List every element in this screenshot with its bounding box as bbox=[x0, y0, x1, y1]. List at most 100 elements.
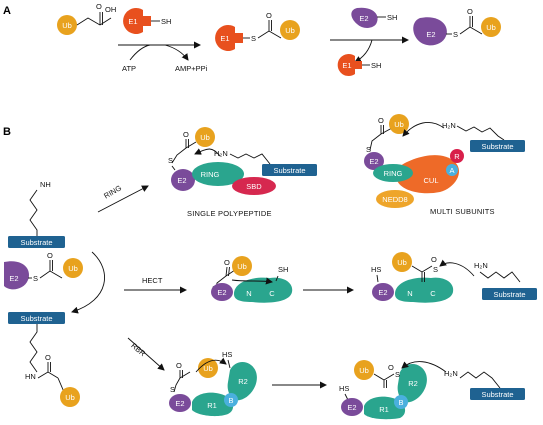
svg-text:O: O bbox=[176, 361, 182, 370]
svg-text:H₂N: H₂N bbox=[444, 369, 458, 378]
panel-b-label: B bbox=[3, 126, 11, 138]
svg-text:S: S bbox=[395, 370, 400, 379]
rbr-pathway-arrow bbox=[127, 337, 165, 371]
svg-text:R2: R2 bbox=[238, 377, 248, 386]
conjugation-arrow bbox=[71, 251, 105, 314]
panel-a-label: A bbox=[3, 5, 11, 17]
svg-text:E1: E1 bbox=[342, 61, 351, 70]
svg-text:Substrate: Substrate bbox=[493, 290, 525, 299]
svg-text:E2: E2 bbox=[177, 176, 186, 185]
ub-bead bbox=[57, 15, 77, 35]
svg-text:S: S bbox=[433, 265, 438, 274]
thiol-label: SH bbox=[161, 17, 171, 26]
ring-multi-subunit: O Ub S H₂N Substrate CUL E2 RING NEDD8 R… bbox=[364, 114, 525, 216]
multi-subunits-caption: MULTI SUBUNITS bbox=[430, 207, 495, 216]
e1-ub-thioester: E1 S O Ub bbox=[215, 11, 300, 51]
oxygen-label: O bbox=[96, 2, 102, 11]
svg-text:C: C bbox=[269, 289, 275, 298]
ubiquitinated-substrate: Substrate HN O Ub bbox=[8, 312, 80, 407]
svg-text:SBD: SBD bbox=[246, 182, 262, 191]
svg-text:SH: SH bbox=[278, 265, 288, 274]
svg-text:Ub: Ub bbox=[68, 264, 78, 273]
svg-text:Ub: Ub bbox=[359, 366, 369, 375]
ring-single-polypeptide: O Ub S E2 RING SBD Substrate H₂N SINGLE … bbox=[168, 127, 317, 218]
svg-text:HS: HS bbox=[222, 350, 232, 359]
svg-text:NH: NH bbox=[40, 180, 51, 189]
svg-text:Substrate: Substrate bbox=[20, 314, 52, 323]
svg-text:S: S bbox=[170, 385, 175, 394]
svg-text:O: O bbox=[378, 116, 384, 125]
svg-text:HN: HN bbox=[25, 372, 36, 381]
amp-ppi-label: AMP+PPi bbox=[175, 64, 208, 73]
lysine-substrate-start: NH Substrate bbox=[8, 180, 65, 248]
e1-label: E1 bbox=[128, 17, 137, 26]
ub-acid: Ub OH O bbox=[57, 2, 116, 35]
svg-text:S: S bbox=[251, 34, 256, 43]
svg-text:CUL: CUL bbox=[423, 176, 438, 185]
svg-text:O: O bbox=[224, 258, 230, 267]
svg-text:H₂N: H₂N bbox=[442, 121, 456, 130]
svg-text:S: S bbox=[366, 145, 371, 154]
svg-text:E2: E2 bbox=[217, 288, 226, 297]
svg-text:B: B bbox=[228, 396, 233, 405]
svg-text:E2: E2 bbox=[378, 288, 387, 297]
svg-text:Ub: Ub bbox=[65, 393, 75, 402]
svg-text:Substrate: Substrate bbox=[20, 238, 52, 247]
hect-pathway-label: HECT bbox=[142, 276, 163, 285]
svg-text:N: N bbox=[407, 289, 412, 298]
svg-text:O: O bbox=[467, 7, 473, 16]
svg-text:Substrate: Substrate bbox=[481, 390, 513, 399]
hect-e2-complex: O Ub S E2 N C SH bbox=[211, 256, 293, 303]
svg-text:O: O bbox=[47, 251, 53, 260]
svg-text:C: C bbox=[430, 289, 436, 298]
rbr-ub-thioester: HS E2 R1 R2 B Ub O S H₂N Substrate bbox=[339, 360, 525, 420]
svg-text:NEDD8: NEDD8 bbox=[382, 195, 407, 204]
svg-text:E1: E1 bbox=[220, 34, 229, 43]
svg-text:Ub: Ub bbox=[486, 23, 496, 32]
svg-text:O: O bbox=[388, 363, 394, 372]
svg-text:R1: R1 bbox=[379, 405, 389, 414]
e2-ub-thioester: E2 S O Ub bbox=[413, 7, 501, 46]
svg-text:S: S bbox=[168, 156, 173, 165]
svg-text:R2: R2 bbox=[408, 379, 418, 388]
svg-text:E2: E2 bbox=[347, 403, 356, 412]
svg-text:B: B bbox=[398, 398, 403, 407]
ring-pathway-label: RING bbox=[102, 183, 123, 200]
svg-text:A: A bbox=[449, 166, 454, 175]
svg-text:N: N bbox=[246, 289, 251, 298]
svg-text:O: O bbox=[183, 130, 189, 139]
svg-text:Substrate: Substrate bbox=[481, 142, 513, 151]
svg-text:HS: HS bbox=[371, 265, 381, 274]
svg-text:Ub: Ub bbox=[200, 133, 210, 142]
e1-enzyme-free: E1 SH bbox=[123, 8, 171, 35]
rbr-pathway-label: RBR bbox=[129, 341, 147, 358]
svg-text:E2: E2 bbox=[369, 157, 378, 166]
hect-ub-thioester: HS E2 N C Ub O S H₂N Substrate bbox=[371, 252, 537, 303]
single-polypeptide-caption: SINGLE POLYPEPTIDE bbox=[187, 209, 272, 218]
svg-text:SH: SH bbox=[387, 13, 397, 22]
svg-text:Ub: Ub bbox=[237, 262, 247, 271]
e2-ub-left: E2 S O Ub bbox=[4, 251, 83, 290]
svg-text:H₂N: H₂N bbox=[474, 261, 488, 270]
hydroxyl-label: OH bbox=[105, 5, 116, 14]
svg-text:S: S bbox=[453, 30, 458, 39]
svg-text:E2: E2 bbox=[175, 399, 184, 408]
svg-text:Ub: Ub bbox=[203, 364, 213, 373]
svg-text:Substrate: Substrate bbox=[273, 166, 305, 175]
svg-text:H₂N: H₂N bbox=[214, 149, 228, 158]
svg-text:RING: RING bbox=[384, 169, 403, 178]
atp-label: ATP bbox=[122, 64, 136, 73]
svg-text:RING: RING bbox=[201, 170, 220, 179]
svg-text:Ub: Ub bbox=[397, 258, 407, 267]
svg-text:SH: SH bbox=[371, 61, 381, 70]
svg-text:R1: R1 bbox=[207, 401, 217, 410]
svg-text:E2: E2 bbox=[426, 30, 435, 39]
e1-enzyme-released: E1 SH bbox=[337, 54, 381, 76]
e2-enzyme-free: E2 SH bbox=[351, 7, 397, 28]
svg-text:Ub: Ub bbox=[394, 120, 404, 129]
svg-text:S: S bbox=[33, 274, 38, 283]
svg-text:E2: E2 bbox=[359, 14, 368, 23]
svg-text:HS: HS bbox=[339, 384, 349, 393]
svg-text:R: R bbox=[454, 152, 460, 161]
